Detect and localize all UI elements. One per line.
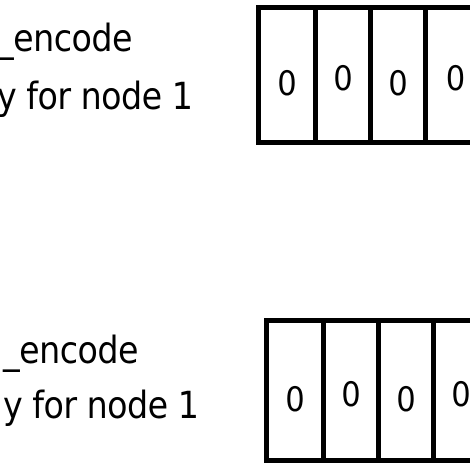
row-2-cell-1-value: 0	[285, 380, 305, 420]
row-2-cell-2-value: 0	[341, 375, 361, 415]
row-1-cell-3: 0	[373, 10, 428, 140]
row-1-cell-2-value: 0	[333, 59, 353, 99]
row-1-cell-4-value: 0	[445, 59, 466, 99]
row-1-cell-1: 0	[261, 10, 318, 140]
row-2-label-line-1: _encode	[3, 329, 139, 372]
row-1-cell-2: 0	[318, 10, 373, 140]
row-2-cell-3: 0	[381, 323, 436, 458]
row-1-label-line-2: y for node 1	[0, 75, 193, 118]
row-2-cell-4-value: 0	[451, 375, 470, 415]
row-1-cell-4: 0	[428, 10, 470, 140]
row-1-cell-3-value: 0	[388, 64, 408, 104]
row-2-cell-4: 0	[436, 323, 470, 458]
row-1-cell-1-value: 0	[277, 64, 297, 104]
row-2-cell-1: 0	[269, 323, 326, 458]
row-1-label-line-1: _encode	[0, 17, 133, 60]
row-2-array: 0 0 0 0	[264, 318, 470, 463]
row-2-label-line-2: y for node 1	[3, 384, 199, 427]
row-2-cell-3-value: 0	[396, 380, 416, 420]
row-1-array: 0 0 0 0	[256, 5, 470, 145]
row-2-cell-2: 0	[326, 323, 381, 458]
